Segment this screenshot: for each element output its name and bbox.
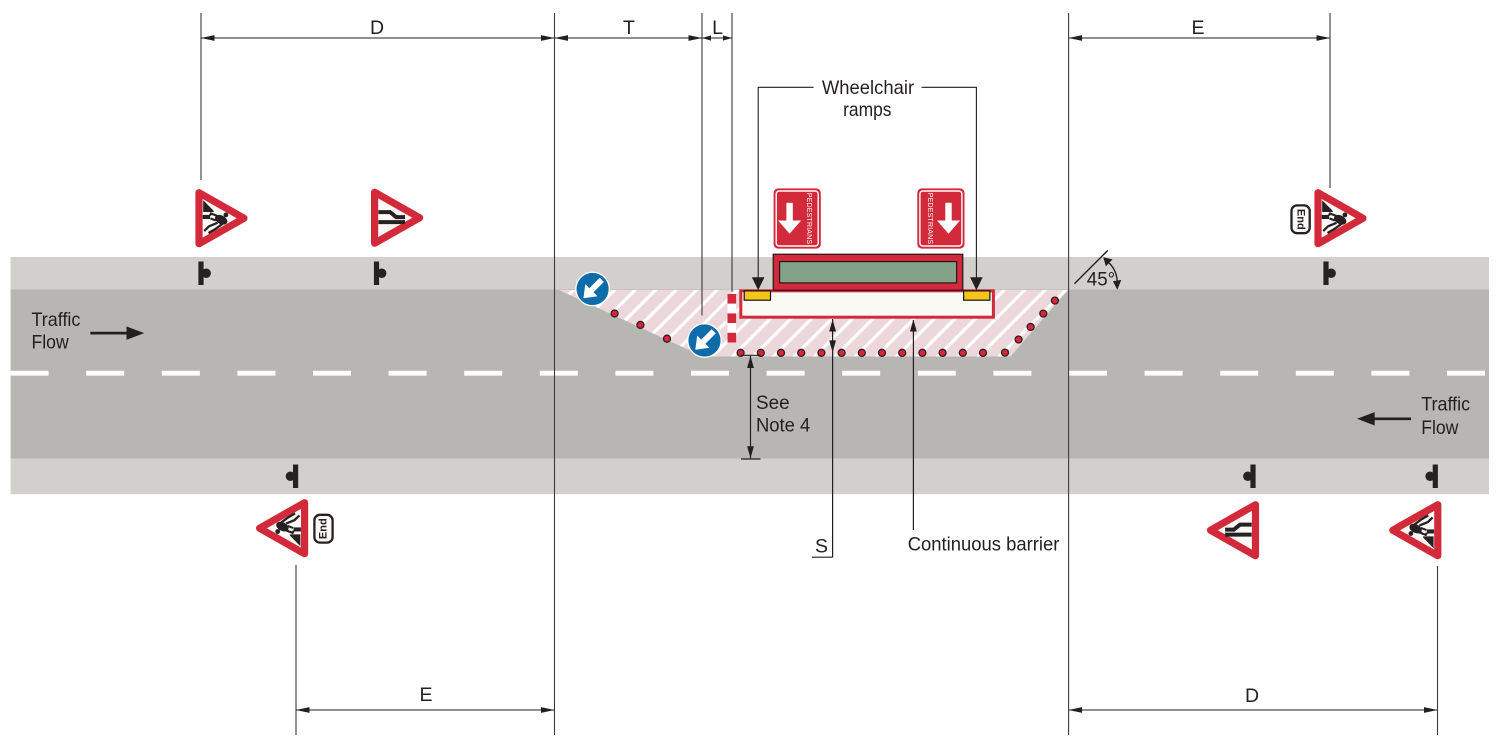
svg-text:Flow: Flow xyxy=(1421,417,1459,439)
svg-text:ramps: ramps xyxy=(843,99,892,121)
svg-text:Note 4: Note 4 xyxy=(756,415,810,437)
svg-text:45°: 45° xyxy=(1087,268,1115,290)
svg-text:S: S xyxy=(815,536,828,558)
svg-text:Flow: Flow xyxy=(32,332,70,354)
svg-text:Traffic: Traffic xyxy=(1421,394,1470,416)
svg-text:See: See xyxy=(756,392,790,414)
svg-text:E: E xyxy=(419,684,432,706)
svg-text:D: D xyxy=(370,17,384,39)
svg-text:PEDESTRIANS: PEDESTRIANS xyxy=(926,193,933,245)
svg-text:T: T xyxy=(623,17,635,39)
svg-text:D: D xyxy=(1245,685,1259,707)
svg-text:E: E xyxy=(1191,17,1204,39)
svg-text:Continuous barrier: Continuous barrier xyxy=(908,534,1060,556)
svg-text:End: End xyxy=(318,518,330,539)
svg-text:PEDESTRIANS: PEDESTRIANS xyxy=(805,193,812,245)
svg-text:L: L xyxy=(712,17,723,39)
svg-text:Wheelchair: Wheelchair xyxy=(822,77,915,99)
svg-text:End: End xyxy=(1295,209,1307,230)
svg-text:Traffic: Traffic xyxy=(32,309,81,331)
